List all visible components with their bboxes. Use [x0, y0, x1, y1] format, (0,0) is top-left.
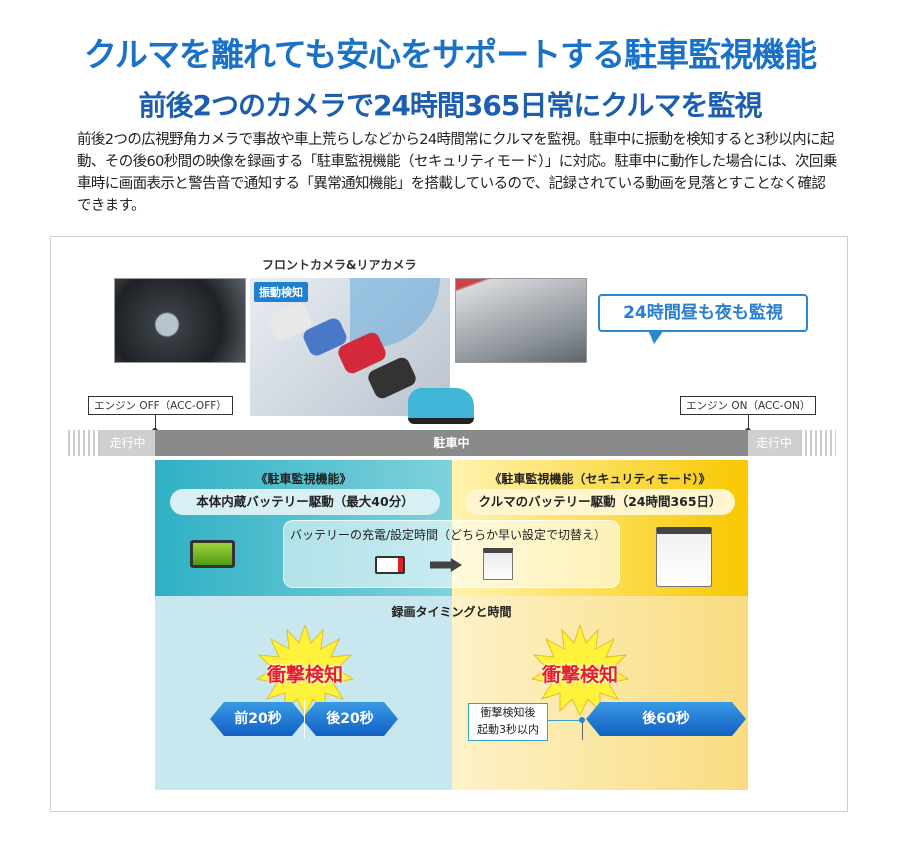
blue-car-icon — [408, 388, 474, 424]
startup-connector — [548, 720, 582, 721]
page-subtitle: 前後2つのカメラで24時間365日常にクルマを監視 — [138, 89, 762, 122]
after-60s: 後60秒 — [586, 702, 746, 736]
parked-bar: 駐車中 — [155, 430, 748, 456]
after-20s: 後20秒 — [302, 702, 398, 736]
full-battery-icon — [190, 540, 235, 568]
impact-line-left — [304, 700, 305, 738]
timing-heading: 録画タイミングと時間 — [391, 605, 512, 619]
switch-box — [283, 520, 620, 588]
switch-note: バッテリーの充電/設定時間（どちらか早い設定で切替え） — [290, 528, 607, 542]
rear-camera-photo — [455, 278, 587, 363]
timeline-fade-right — [800, 430, 836, 456]
camera-label: フロントカメラ&リアカメラ — [262, 258, 417, 272]
parking-mode-heading: 《駐車監視機能》 — [255, 472, 352, 486]
timeline-fade-left — [68, 430, 100, 456]
driving-right: 走行中 — [748, 430, 800, 456]
impact-label-right: 衝撃検知 — [541, 664, 618, 686]
low-battery-icon — [375, 556, 405, 574]
monitoring-bubble: 24時間昼も夜も監視 — [598, 294, 808, 332]
impact-label-left: 衝撃検知 — [266, 664, 343, 686]
car-battery-large-icon — [656, 527, 712, 587]
security-mode-heading: 《駐車監視機能（セキュリティモード）》 — [489, 472, 711, 486]
impact-burst-right-icon — [530, 625, 630, 715]
car-battery-pill: クルマのバッテリー駆動（24時間365日） — [465, 489, 735, 515]
before-20s: 前20秒 — [210, 702, 306, 736]
arrow-right-icon — [430, 558, 462, 572]
vibration-badge: 振動検知 — [254, 282, 308, 302]
diagram-frame — [50, 236, 848, 812]
engine-on-label: エンジン ON（ACC-ON） — [680, 396, 817, 415]
impact-line-right — [582, 722, 583, 740]
front-camera-photo — [114, 278, 246, 363]
impact-burst-left-icon — [255, 625, 355, 715]
engine-off-line — [155, 414, 156, 430]
engine-on-line — [748, 414, 749, 430]
startup-note-line1: 衝撃検知後 — [480, 706, 536, 719]
driving-left: 走行中 — [100, 430, 155, 456]
car-battery-small-icon — [483, 548, 513, 580]
startup-note: 衝撃検知後 起動3秒以内 — [468, 703, 548, 741]
description: 前後2つの広視野角カメラで事故や車上荒らしなどから24時間常にクルマを監視。駐車… — [77, 132, 837, 214]
engine-off-label: エンジン OFF（ACC-OFF） — [88, 396, 233, 415]
startup-dot — [579, 717, 585, 723]
internal-battery-pill: 本体内蔵バッテリー駆動（最大40分） — [170, 489, 440, 515]
bubble-tail — [648, 330, 664, 344]
page-title: クルマを離れても安心をサポートする駐車監視機能 — [83, 35, 817, 74]
startup-note-line2: 起動3秒以内 — [477, 723, 539, 736]
